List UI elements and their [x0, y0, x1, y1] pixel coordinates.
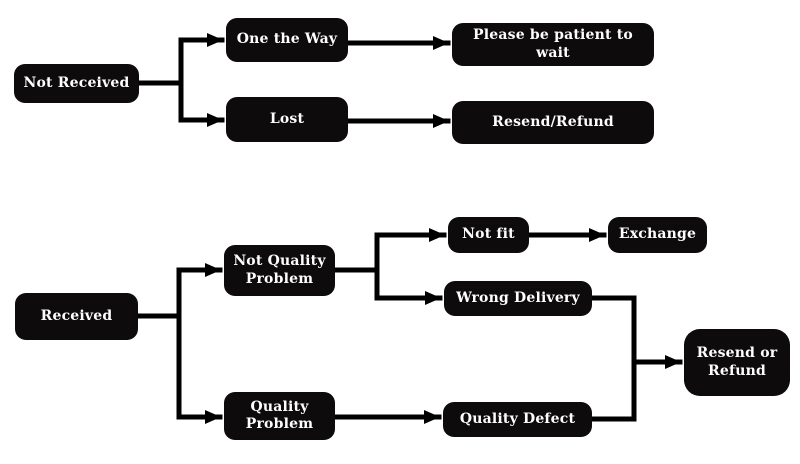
node-lost: Lost: [226, 97, 348, 142]
node-not-quality-problem: Not Quality Problem: [224, 245, 335, 296]
node-received: Received: [15, 293, 138, 340]
node-quality-problem: Quality Problem: [224, 392, 335, 440]
node-resend-or-refund: Resend or Refund: [684, 329, 790, 396]
node-quality-defect: Quality Defect: [443, 402, 592, 437]
node-resend-refund: Resend/Refund: [452, 101, 654, 144]
node-exchange: Exchange: [608, 217, 707, 253]
node-not-received: Not Received: [14, 64, 139, 103]
node-one-the-way: One the Way: [226, 18, 348, 62]
node-not-fit: Not fit: [448, 217, 529, 253]
node-please-be-patient-to-wait: Please be patient to wait: [452, 23, 654, 66]
node-wrong-delivery: Wrong Delivery: [444, 281, 592, 316]
